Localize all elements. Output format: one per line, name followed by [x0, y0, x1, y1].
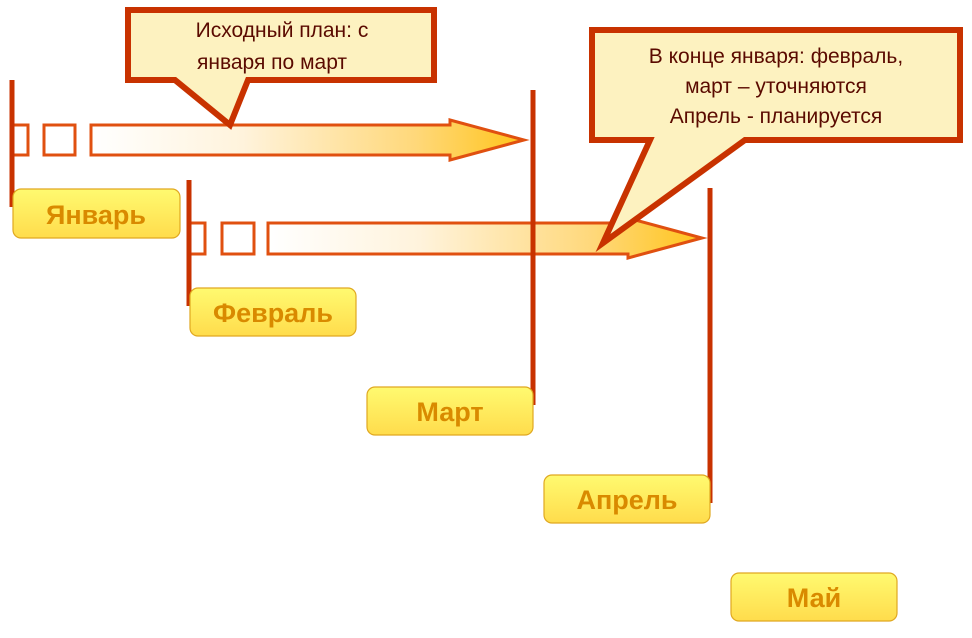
callout-end-of-january: В конце января: февраль, март – уточняют… [589, 27, 963, 253]
callout-line: март – уточняются [685, 75, 867, 98]
plan-arrow-february [186, 216, 708, 260]
month-label-march: Март [366, 386, 534, 436]
month-label-text: Январь [46, 200, 146, 230]
callout-original-plan: Исходный план: с января по март [125, 7, 437, 130]
dash-square [220, 221, 256, 256]
month-label-february: Февраль [189, 287, 357, 337]
month-label-april: Апрель [543, 474, 711, 524]
plan-arrow-january [10, 118, 530, 162]
month-label-text: Апрель [576, 485, 677, 515]
callout-line: Апрель - планируется [670, 105, 882, 128]
month-label-text: Февраль [213, 298, 333, 328]
arrow-shape [266, 216, 708, 260]
callout-line: января по март [197, 51, 347, 74]
month-label-january: Январь [12, 188, 181, 239]
month-label-text: Май [787, 583, 841, 613]
month-label-text: Март [416, 397, 483, 427]
callout-line: Исходный план: с [196, 19, 369, 42]
dash-square [42, 123, 77, 157]
callout-line: В конце января: февраль, [649, 45, 903, 68]
arrow-shape [89, 118, 530, 162]
month-label-may: Май [730, 572, 898, 622]
